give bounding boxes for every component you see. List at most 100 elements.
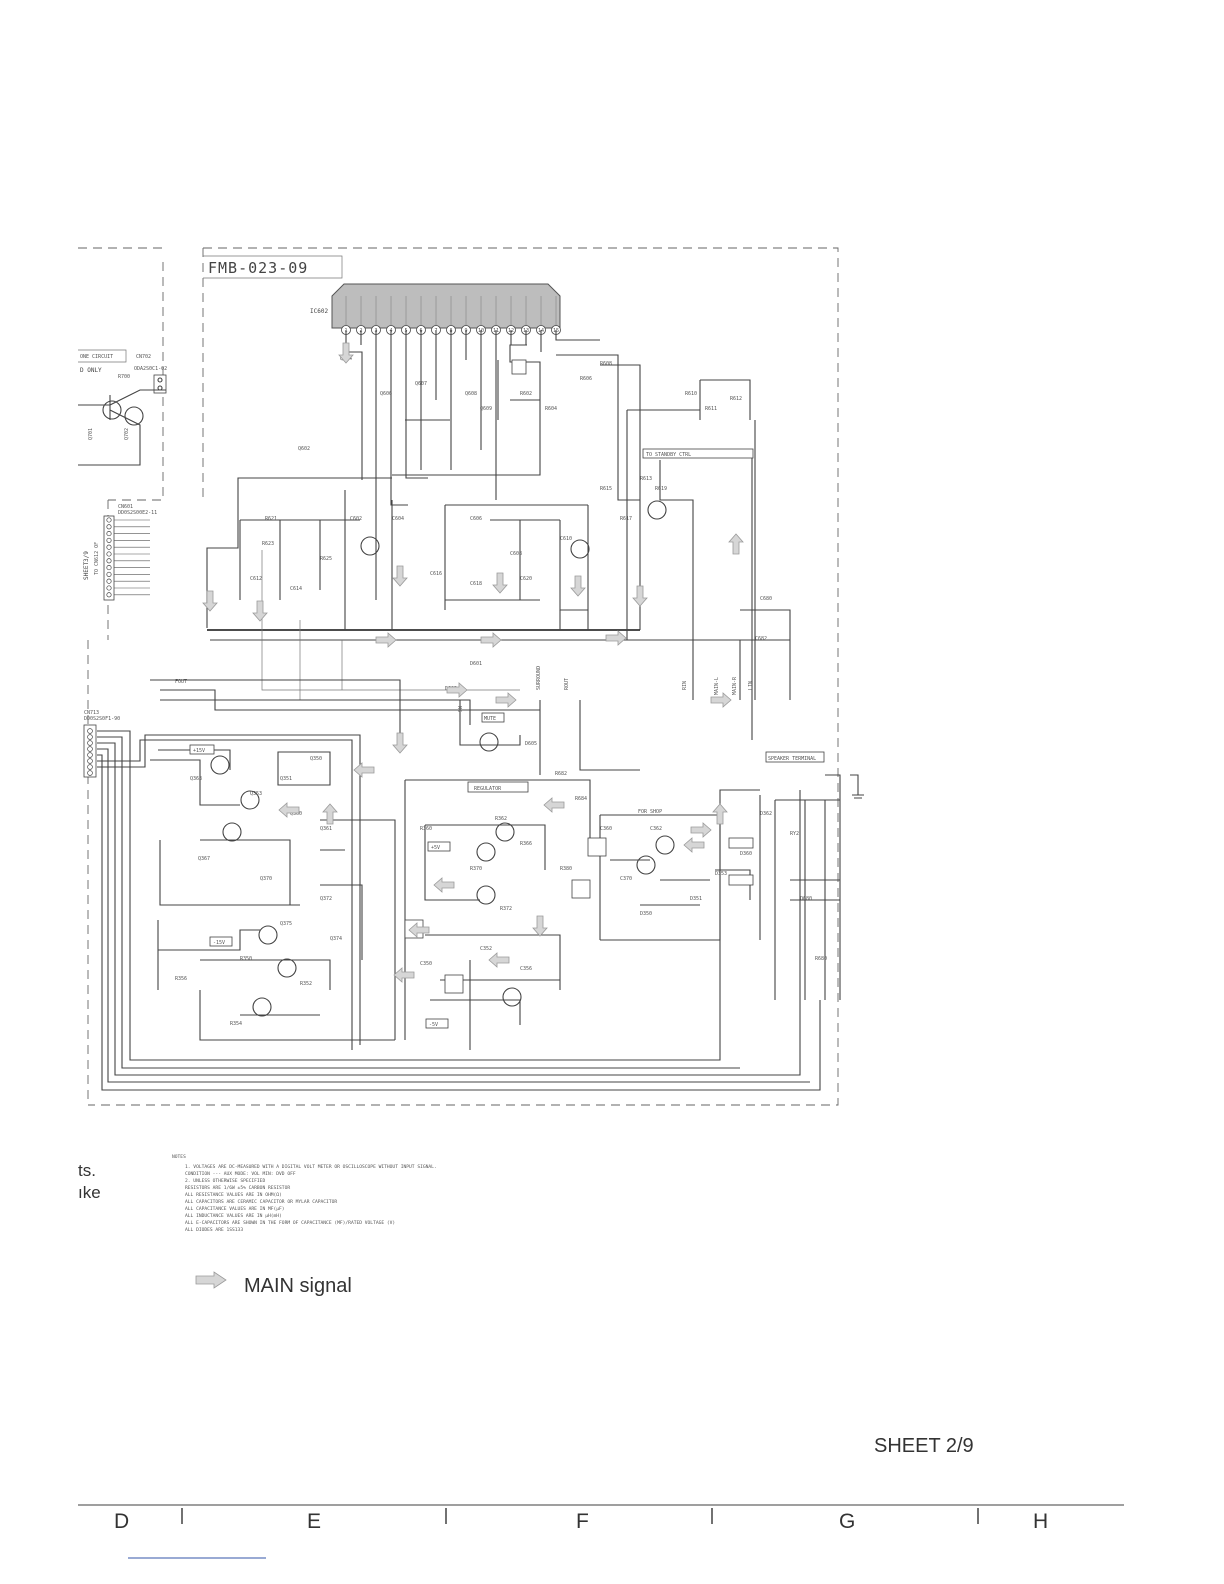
ic602-ref: IC602 bbox=[310, 308, 328, 315]
main-signal-arrow bbox=[728, 533, 744, 555]
note-line: CONDITION --- AUX MODE: VOL MIN: DVD OFF bbox=[185, 1171, 296, 1177]
main-signal-arrow bbox=[446, 682, 468, 698]
signal-label: FOUT bbox=[175, 679, 187, 685]
column-ruler: D E F G H bbox=[78, 1504, 1124, 1559]
component-label: Q602 bbox=[298, 446, 310, 452]
speaker-terminal-label: SPEAKER TERMINAL bbox=[768, 756, 816, 762]
component-label: C352 bbox=[480, 946, 492, 952]
main-signal-arrow bbox=[278, 802, 300, 818]
for-shop-label: FOR SHOP bbox=[638, 809, 662, 815]
main-signal-arrow bbox=[392, 565, 408, 587]
main-signal-arrow bbox=[712, 803, 728, 825]
note-line: ALL CAPACITORS ARE CERAMIC CAPACITOR OR … bbox=[185, 1199, 337, 1205]
note-line: ALL RESISTANCE VALUES ARE IN OHM(Ω) bbox=[185, 1192, 282, 1198]
component-label: C680 bbox=[760, 596, 772, 602]
signal-label: MAIN-R bbox=[732, 676, 738, 695]
component-label: Q608 bbox=[465, 391, 477, 397]
component-label: R623 bbox=[262, 541, 274, 547]
component-label: D351 bbox=[690, 896, 702, 902]
column-d: D bbox=[114, 1510, 129, 1533]
component-label: R366 bbox=[520, 841, 532, 847]
component-label: C610 bbox=[560, 536, 572, 542]
main-signal-arrow bbox=[532, 915, 548, 937]
main-signal-arrow bbox=[710, 692, 732, 708]
component-label: C620 bbox=[520, 576, 532, 582]
note-line: 1. VOLTAGES ARE DC-MEASURED WITH A DIGIT… bbox=[185, 1164, 437, 1170]
component-label: R682 bbox=[555, 771, 567, 777]
cn601-part: DD0S2S00E2-11 bbox=[118, 510, 157, 516]
component-label: R604 bbox=[545, 406, 557, 412]
cn713-pin bbox=[87, 740, 93, 746]
main-signal-arrow bbox=[495, 692, 517, 708]
component-label: R611 bbox=[705, 406, 717, 412]
component-label: C616 bbox=[430, 571, 442, 577]
main-signal-arrow bbox=[408, 922, 430, 938]
sheet-ref-vertical: SHEET3/9 bbox=[83, 551, 90, 580]
component-label: Q375 bbox=[280, 921, 292, 927]
component-label: R356 bbox=[175, 976, 187, 982]
pos5v-label: +5V bbox=[431, 845, 440, 851]
component-label: Q372 bbox=[320, 896, 332, 902]
component-label: D360 bbox=[740, 851, 752, 857]
component-label: R613 bbox=[640, 476, 652, 482]
component-label: R608 bbox=[600, 361, 612, 367]
main-signal-arrow bbox=[690, 822, 712, 838]
signal-label: ROUT bbox=[564, 678, 570, 690]
column-g: G bbox=[839, 1510, 855, 1533]
component-label: C360 bbox=[600, 826, 612, 832]
main-signal-arrow bbox=[570, 575, 586, 597]
component-label: R606 bbox=[580, 376, 592, 382]
cn601-pin bbox=[106, 551, 112, 557]
cn601-pin bbox=[106, 531, 112, 537]
cn601-ref: CN601 bbox=[118, 504, 133, 510]
cn713-part: DD0S2S0F1-90 bbox=[84, 716, 120, 722]
component-label: R621 bbox=[265, 516, 277, 522]
signal-label: MAIN-L bbox=[714, 677, 720, 695]
wiring bbox=[97, 330, 864, 1091]
main-signal-arrow bbox=[492, 572, 508, 594]
component-label: Q374 bbox=[330, 936, 342, 942]
connector-cn713: CN713 DD0S2S0F1-90 bbox=[83, 710, 120, 778]
main-signal-arrow bbox=[392, 732, 408, 754]
note-line: ALL DIODES ARE 1SS133 bbox=[185, 1227, 243, 1233]
component-label: R362 bbox=[495, 816, 507, 822]
component-label: D601 bbox=[470, 661, 482, 667]
component-label: Q363 bbox=[190, 776, 202, 782]
component-label: R684 bbox=[575, 796, 587, 802]
component-label: Q360 bbox=[290, 811, 302, 817]
main-signal-arrow bbox=[375, 632, 397, 648]
component-label: R350 bbox=[240, 956, 252, 962]
component-label: C362 bbox=[650, 826, 662, 832]
component-label: R610 bbox=[685, 391, 697, 397]
component-label: C370 bbox=[620, 876, 632, 882]
component-label: D362 bbox=[760, 811, 772, 817]
neg15v-label: -15V bbox=[213, 940, 225, 946]
component-label: R615 bbox=[600, 486, 612, 492]
cn601-pin bbox=[106, 565, 112, 571]
left-label-q701: Q701 bbox=[88, 428, 94, 440]
component-label: C614 bbox=[290, 586, 302, 592]
component-label: R360 bbox=[420, 826, 432, 832]
left-label-circuit: ONE CIRCUIT bbox=[80, 354, 113, 360]
module-title: FMB-023-09 bbox=[203, 255, 343, 279]
legend-label: MAIN signal bbox=[244, 1275, 352, 1297]
component-label: R612 bbox=[730, 396, 742, 402]
module-title-text: FMB-023-09 bbox=[208, 259, 308, 277]
main-signal-arrow bbox=[202, 590, 218, 612]
cn713-pin bbox=[87, 758, 93, 764]
cn601-pin bbox=[106, 544, 112, 550]
component-label: Q607 bbox=[415, 381, 427, 387]
left-partial-circuit: ONE CIRCUIT D ONLY R700 CN702 ODA2S0C1-0… bbox=[78, 349, 167, 466]
transistors bbox=[210, 500, 675, 1017]
cn713-pin bbox=[87, 770, 93, 776]
component-label: C612 bbox=[250, 576, 262, 582]
main-signal-arrow bbox=[480, 632, 502, 648]
main-signal-arrow bbox=[322, 803, 338, 825]
signal-label: SW bbox=[458, 705, 464, 712]
left-label-q702: Q702 bbox=[124, 428, 130, 440]
component-label: Q680 bbox=[800, 896, 812, 902]
component-label: R370 bbox=[470, 866, 482, 872]
main-signal-arrow bbox=[252, 600, 268, 622]
